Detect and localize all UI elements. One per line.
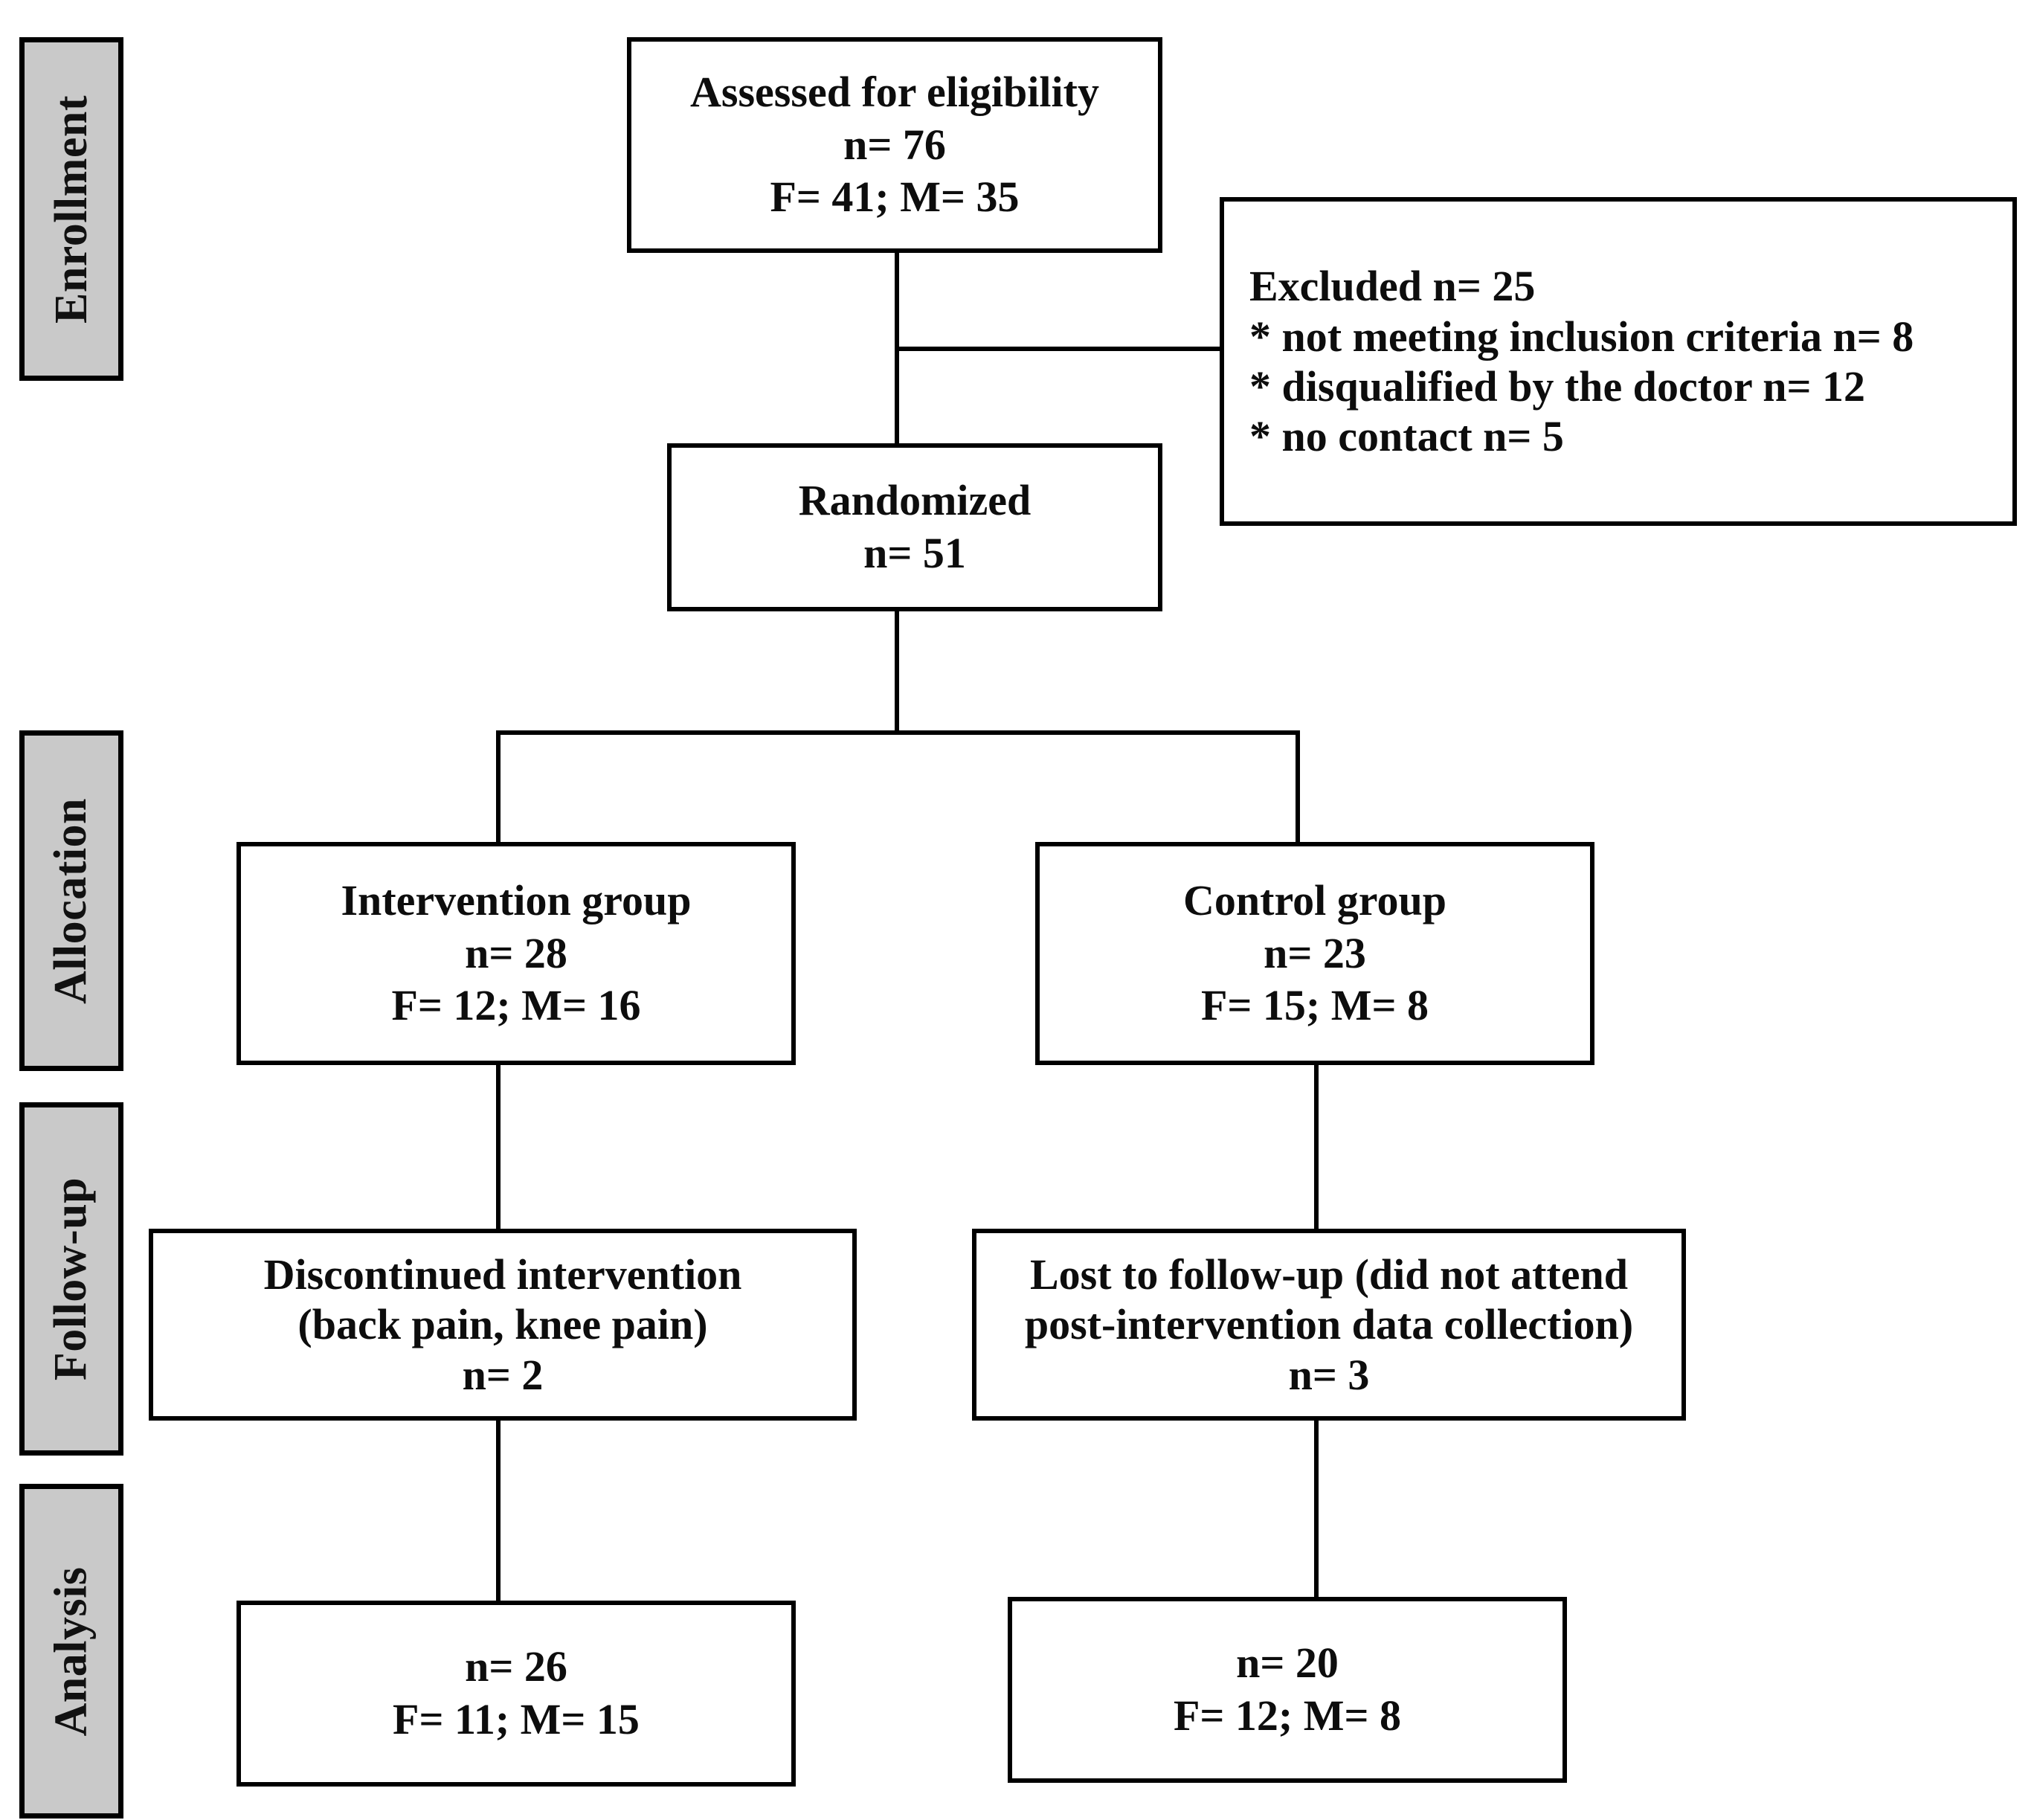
box-discontinued-line-2: (back pain, knee pain): [297, 1300, 708, 1349]
box-excluded-line-3: * disqualified by the doctor n= 12: [1249, 362, 1866, 411]
box-excluded-line-4: * no contact n= 5: [1249, 412, 1564, 461]
box-intervention-group: Intervention group n= 28 F= 12; M= 16: [236, 842, 796, 1065]
box-lost-to-followup: Lost to follow-up (did not attend post-i…: [972, 1229, 1686, 1421]
box-randomized: Randomized n= 51: [667, 443, 1162, 611]
box-discontinued-intervention: Discontinued intervention (back pain, kn…: [149, 1229, 857, 1421]
connector-control-to-lost-followup: [1314, 1064, 1319, 1232]
box-analysis-intervention: n= 26 F= 11; M= 15: [236, 1601, 796, 1787]
stage-label-followup-text: Follow-up: [45, 1177, 97, 1381]
box-assessed-for-eligibility: Assessed for eligibility n= 76 F= 41; M=…: [627, 37, 1162, 253]
box-excluded-line-1: Excluded n= 25: [1249, 262, 1536, 311]
stage-label-enrollment-text: Enrollment: [45, 94, 97, 324]
connector-intervention-to-discontinued: [496, 1064, 501, 1232]
box-discontinued-line-3: n= 2: [462, 1350, 544, 1399]
stage-label-analysis-text: Analysis: [45, 1566, 97, 1736]
box-analysis-control: n= 20 F= 12; M= 8: [1008, 1597, 1567, 1783]
box-randomized-line-1: Randomized: [798, 476, 1032, 525]
box-control-line-2: n= 23: [1264, 928, 1366, 977]
connector-assessed-to-randomized: [895, 347, 899, 443]
box-control-line-3: F= 15; M= 8: [1200, 981, 1429, 1030]
box-assessed-line-2: n= 76: [843, 120, 946, 169]
stage-label-followup: Follow-up: [19, 1102, 123, 1456]
box-intervention-line-3: F= 12; M= 16: [391, 981, 641, 1030]
box-analysis-control-line-2: F= 12; M= 8: [1173, 1691, 1402, 1740]
connector-assessed-to-excluded: [895, 347, 1222, 351]
box-assessed-line-1: Assessed for eligibility: [690, 67, 1099, 116]
box-randomized-line-2: n= 51: [863, 529, 966, 577]
connector-randomized-down: [895, 608, 899, 733]
box-lost-followup-line-3: n= 3: [1288, 1350, 1370, 1399]
connector-lostfollowup-to-analysis: [1314, 1419, 1319, 1601]
box-control-group: Control group n= 23 F= 15; M= 8: [1035, 842, 1594, 1065]
connector-discontinued-to-analysis: [496, 1419, 501, 1604]
connector-split-to-control: [1296, 730, 1300, 842]
box-intervention-line-2: n= 28: [465, 928, 567, 977]
connector-randomized-split: [496, 730, 1300, 735]
box-analysis-intervention-line-1: n= 26: [465, 1642, 567, 1691]
box-intervention-line-1: Intervention group: [341, 875, 692, 925]
box-excluded: Excluded n= 25 * not meeting inclusion c…: [1220, 197, 2017, 526]
connector-split-to-intervention: [496, 730, 501, 842]
box-excluded-line-2: * not meeting inclusion criteria n= 8: [1249, 312, 1914, 361]
box-analysis-intervention-line-2: F= 11; M= 15: [393, 1695, 640, 1743]
stage-label-analysis: Analysis: [19, 1484, 123, 1819]
box-lost-followup-line-2: post-intervention data collection): [1024, 1300, 1634, 1349]
box-control-line-1: Control group: [1183, 875, 1446, 925]
stage-label-allocation-text: Allocation: [45, 797, 97, 1004]
stage-label-allocation: Allocation: [19, 730, 123, 1071]
box-assessed-line-3: F= 41; M= 35: [770, 173, 1020, 222]
stage-label-enrollment: Enrollment: [19, 37, 123, 381]
box-discontinued-line-1: Discontinued intervention: [263, 1250, 742, 1299]
box-analysis-control-line-1: n= 20: [1236, 1639, 1339, 1688]
connector-assessed-down: [895, 250, 899, 350]
box-lost-followup-line-1: Lost to follow-up (did not attend: [1029, 1250, 1629, 1299]
